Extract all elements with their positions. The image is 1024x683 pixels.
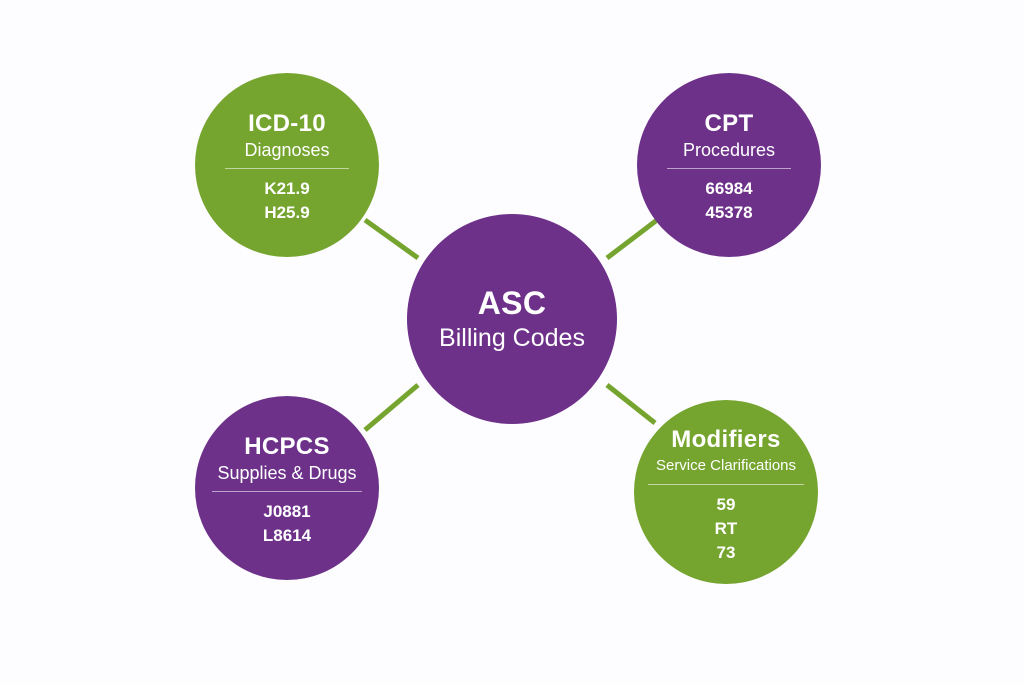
code-item: J0881 — [263, 501, 311, 521]
connector-icd10 — [363, 217, 420, 261]
code-item: 66984 — [705, 178, 753, 198]
divider — [667, 167, 791, 169]
center-subtitle: Billing Codes — [439, 324, 585, 352]
code-item: RT — [714, 518, 738, 538]
node-title: Modifiers — [671, 425, 781, 453]
code-item: 45378 — [705, 202, 753, 222]
node-subtitle: Service Clarifications — [655, 456, 797, 474]
center-title: ASC — [477, 285, 547, 321]
node-subtitle: Supplies & Drugs — [217, 462, 357, 483]
node-subtitle: Procedures — [682, 139, 776, 160]
code-item: L8614 — [262, 525, 312, 545]
node-modifiers: Modifiers Service Clarifications 59 RT 7… — [634, 400, 818, 584]
connector-hcpcs — [363, 383, 420, 432]
code-item: 73 — [716, 542, 736, 562]
node-icd10: ICD-10 Diagnoses K21.9 H25.9 — [195, 73, 379, 257]
code-item: K21.9 — [264, 178, 310, 198]
node-subtitle: Diagnoses — [244, 139, 330, 160]
divider — [648, 483, 804, 485]
code-item: 59 — [716, 494, 736, 514]
node-title: ICD-10 — [248, 109, 326, 137]
center-node-asc-billing-codes: ASC Billing Codes — [407, 214, 617, 424]
connector-modifiers — [605, 383, 657, 425]
divider — [212, 490, 362, 492]
node-title: HCPCS — [244, 432, 330, 460]
code-item: H25.9 — [264, 202, 310, 222]
connector-cpt — [605, 218, 659, 260]
node-cpt: CPT Procedures 66984 45378 — [637, 73, 821, 257]
node-hcpcs: HCPCS Supplies & Drugs J0881 L8614 — [195, 396, 379, 580]
node-title: CPT — [704, 109, 754, 137]
divider — [225, 167, 349, 169]
